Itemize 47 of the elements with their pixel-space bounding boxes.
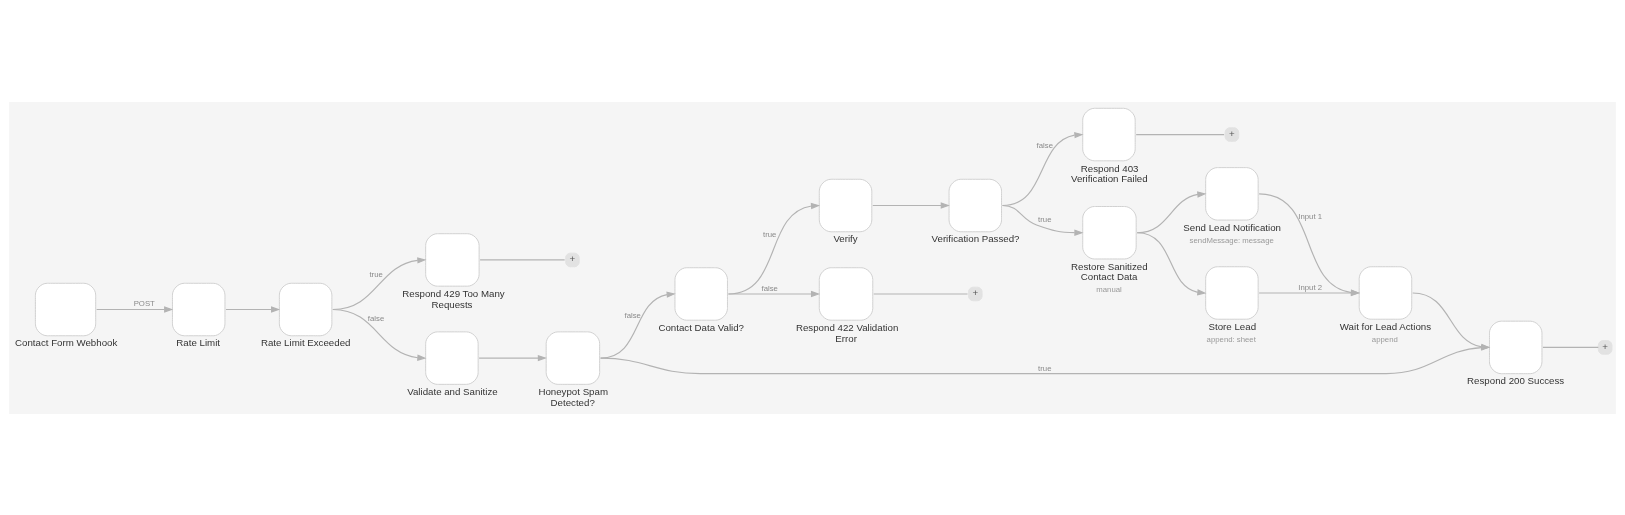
node-label: manual: [1096, 284, 1122, 294]
edge-label: true: [369, 269, 383, 279]
arrow: [1258, 289, 1361, 296]
arrow: [225, 305, 281, 313]
node-label: Validate and Sanitize: [407, 385, 498, 397]
node-label: Respond 403 Verification Failed: [1071, 162, 1148, 184]
connector: [1135, 133, 1225, 135]
connector: [873, 292, 969, 295]
connector: [1542, 346, 1599, 348]
node-label: Rate Limit Exceeded: [260, 336, 351, 348]
arrow: [332, 308, 427, 361]
node-label: Rate Limit: [176, 336, 221, 348]
connector: [479, 258, 566, 261]
node-label: Verification Passed?: [931, 232, 1020, 244]
edge-label: true: [1038, 214, 1052, 224]
arrow: [600, 290, 676, 359]
node-label: sendMessage: message: [1189, 235, 1274, 245]
node-label: Send Lead Notification: [1183, 221, 1281, 233]
edge-label: true: [1038, 363, 1052, 373]
arrow: [1001, 204, 1084, 236]
node-label: Contact Data Valid?: [658, 321, 745, 333]
arrow: [478, 354, 547, 361]
arrow: [872, 201, 950, 209]
node-label: Respond 422 Validation Error: [795, 321, 899, 344]
node-label: Store Lead: [1208, 320, 1257, 332]
edge-label: Input 2: [1298, 282, 1323, 292]
arrow: [1258, 192, 1361, 296]
edge-label: false: [367, 313, 385, 323]
edge-label: false: [1036, 140, 1053, 150]
edge-label: true: [763, 229, 777, 239]
edge-label: false: [761, 283, 778, 293]
node-label: Respond 429 Too Many Requests: [402, 287, 505, 310]
arrow: [727, 202, 821, 295]
node-label: Wait for Lead Actions: [1339, 320, 1432, 332]
edge-label: POST: [133, 298, 155, 308]
node-label: Restore Sanitized Contact Data: [1071, 260, 1148, 282]
node-label: Verify: [833, 232, 858, 244]
arrow: [1136, 231, 1207, 295]
arrow: [727, 290, 821, 297]
edge-label: false: [624, 310, 641, 320]
edge-label: Input 1: [1298, 211, 1323, 221]
node-label: append: sheet: [1206, 334, 1256, 344]
node-label: Respond 200 Success: [1467, 374, 1565, 386]
node-label: append: [1371, 334, 1398, 344]
node-label: Contact Form Webhook: [15, 336, 118, 348]
node-label: Honeypot Spam Detected?: [538, 385, 608, 408]
arrow: [96, 305, 174, 313]
